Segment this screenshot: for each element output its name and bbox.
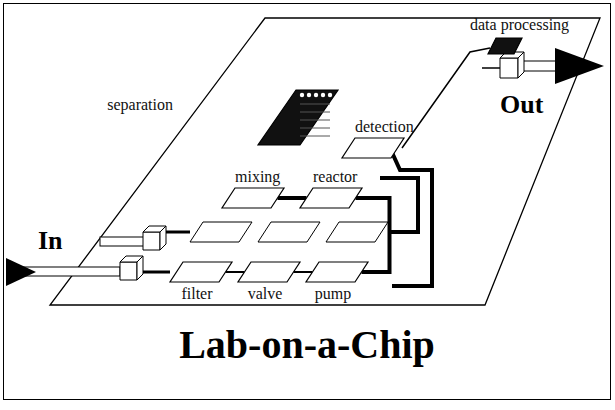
out-arrow bbox=[555, 48, 604, 84]
channel bbox=[390, 148, 432, 286]
channel-connector bbox=[294, 271, 313, 273]
module-label: detection bbox=[355, 118, 414, 136]
module-tile bbox=[238, 262, 300, 282]
tube bbox=[100, 237, 146, 246]
chip-module: separation bbox=[258, 90, 338, 145]
chip-plate bbox=[50, 18, 600, 305]
chip-tile bbox=[326, 222, 388, 242]
module-tile bbox=[488, 38, 522, 54]
tube bbox=[20, 267, 120, 276]
module-tile bbox=[222, 188, 284, 208]
chip-module: filter bbox=[170, 262, 232, 282]
module-tile bbox=[170, 262, 232, 282]
module-label: reactor bbox=[313, 168, 357, 186]
chip-module: reactor bbox=[300, 188, 362, 208]
chip-module: data processing bbox=[488, 38, 522, 54]
in-arrow bbox=[6, 258, 36, 286]
title: Lab-on-a-Chip bbox=[179, 322, 435, 368]
inlet-cube bbox=[120, 256, 143, 280]
module-tile bbox=[306, 262, 368, 282]
module-label: data processing bbox=[470, 16, 569, 34]
chip-module: mixing bbox=[222, 188, 284, 208]
module-label: separation bbox=[107, 96, 173, 114]
module-tile bbox=[258, 90, 338, 145]
chip-module: valve bbox=[238, 262, 300, 282]
channel bbox=[482, 67, 500, 69]
tube bbox=[520, 61, 556, 71]
channel-connector bbox=[226, 271, 245, 273]
chip-module: detection bbox=[342, 138, 404, 158]
module-label: pump bbox=[315, 285, 351, 303]
module-label: filter bbox=[181, 285, 212, 303]
frame bbox=[4, 4, 611, 400]
inlet-cube bbox=[143, 226, 166, 250]
module-tile bbox=[300, 188, 362, 208]
port-label: In bbox=[38, 226, 63, 256]
channel-connector bbox=[356, 198, 390, 272]
port-label: Out bbox=[500, 90, 543, 120]
channel bbox=[402, 48, 490, 148]
module-label: mixing bbox=[235, 168, 280, 186]
chip-module: pump bbox=[306, 262, 368, 282]
module-label: valve bbox=[248, 285, 283, 303]
chip-tile bbox=[190, 222, 252, 242]
module-tile bbox=[342, 138, 404, 158]
chip-tile bbox=[258, 222, 320, 242]
outlet-cube bbox=[500, 52, 524, 78]
channel bbox=[380, 178, 418, 232]
channel-connector bbox=[278, 196, 307, 200]
